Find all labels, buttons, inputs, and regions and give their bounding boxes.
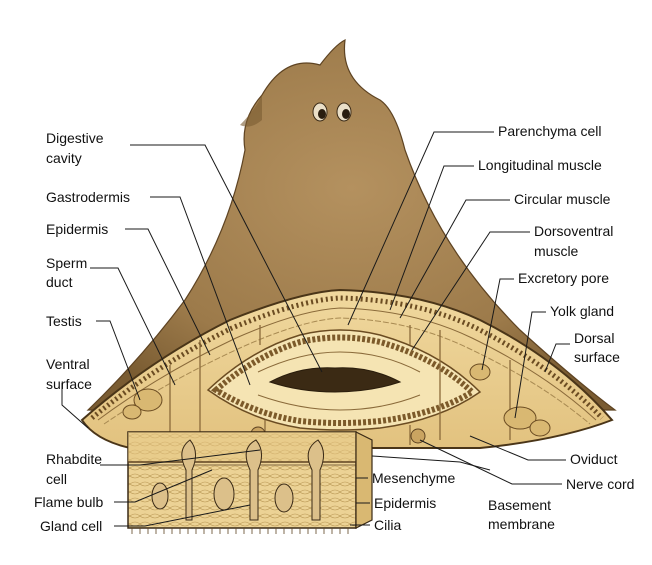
label-gland-cell: Gland cell bbox=[40, 518, 103, 534]
label-digestive-cavity-2: cavity bbox=[46, 150, 82, 166]
leader-dorsal-surface bbox=[544, 343, 570, 373]
leader-basement-membrane bbox=[371, 455, 491, 471]
label-dorsal-surface-2: surface bbox=[574, 349, 620, 365]
leader-rhabdite-cell bbox=[100, 449, 261, 466]
leader-ventral-surface bbox=[61, 383, 89, 429]
label-rhabdite-cell-1: Rhabdite bbox=[46, 451, 103, 467]
label-dorsal-surface-1: Dorsal bbox=[574, 330, 615, 346]
leader-excretory-pore bbox=[481, 278, 514, 371]
leader-flame-bulb bbox=[114, 469, 213, 503]
label-basement-membrane-2: membrane bbox=[488, 516, 555, 532]
label-digestive-cavity-1: Digestive bbox=[46, 130, 104, 146]
label-dorsoventral-muscle-2: muscle bbox=[534, 243, 579, 259]
label-ventral-surface-2: surface bbox=[46, 376, 92, 392]
label-nerve-cord: Nerve cord bbox=[566, 476, 635, 492]
label-oviduct: Oviduct bbox=[570, 451, 618, 467]
leader-yolk-gland bbox=[514, 311, 546, 419]
dorsoventral-muscle-fibers bbox=[169, 325, 511, 445]
label-dorsoventral-muscle-1: Dorsoventral bbox=[534, 223, 614, 239]
yolk-gland bbox=[503, 406, 537, 430]
label-testis: Testis bbox=[46, 313, 82, 329]
head-tip bbox=[240, 95, 262, 127]
leader-gastrodermis bbox=[150, 196, 251, 386]
digestive-cavity bbox=[268, 367, 402, 393]
label-yolk-gland: Yolk gland bbox=[550, 303, 615, 319]
leader-sperm-duct bbox=[90, 267, 176, 386]
leader-digestive-cavity bbox=[130, 144, 323, 373]
leader-gland-cell bbox=[114, 504, 251, 527]
label-gastrodermis: Gastrodermis bbox=[46, 189, 131, 205]
label-mesenchyme: Mesenchyme bbox=[372, 470, 456, 486]
leader-longitudinal-muscle bbox=[389, 165, 474, 311]
label-longitudinal-muscle: Longitudinal muscle bbox=[478, 157, 602, 173]
label-excretory-pore: Excretory pore bbox=[518, 270, 610, 286]
testis bbox=[133, 388, 163, 412]
label-ventral-surface-1: Ventral bbox=[46, 356, 90, 372]
label-basement-membrane-1: Basement bbox=[488, 497, 552, 513]
worm-body bbox=[86, 38, 617, 411]
leader-dorsoventral-muscle bbox=[411, 231, 530, 351]
leader-circular-muscle bbox=[399, 199, 510, 319]
leader-oviduct bbox=[469, 435, 566, 461]
nerve-cord bbox=[410, 428, 426, 444]
label-parenchyma-cell: Parenchyma cell bbox=[498, 123, 602, 139]
excretory-pore-cell bbox=[469, 363, 491, 381]
label-cilia: Cilia bbox=[374, 517, 402, 533]
magnified-inset bbox=[127, 431, 373, 534]
leader-parenchyma-cell bbox=[347, 131, 494, 326]
label-rhabdite-cell-2: cell bbox=[46, 471, 68, 487]
leader-lines bbox=[61, 131, 570, 527]
label-sperm-duct-2: duct bbox=[46, 274, 73, 290]
label-flame-bulb: Flame bulb bbox=[34, 494, 104, 510]
label-epidermis-left: Epidermis bbox=[46, 221, 109, 237]
label-sperm-duct-1: Sperm bbox=[46, 255, 88, 271]
leader-testis bbox=[96, 320, 141, 401]
label-circular-muscle: Circular muscle bbox=[514, 191, 611, 207]
label-epidermis-right: Epidermis bbox=[374, 495, 437, 511]
leader-nerve-cord bbox=[419, 439, 562, 485]
leader-epidermis-left bbox=[125, 228, 211, 356]
